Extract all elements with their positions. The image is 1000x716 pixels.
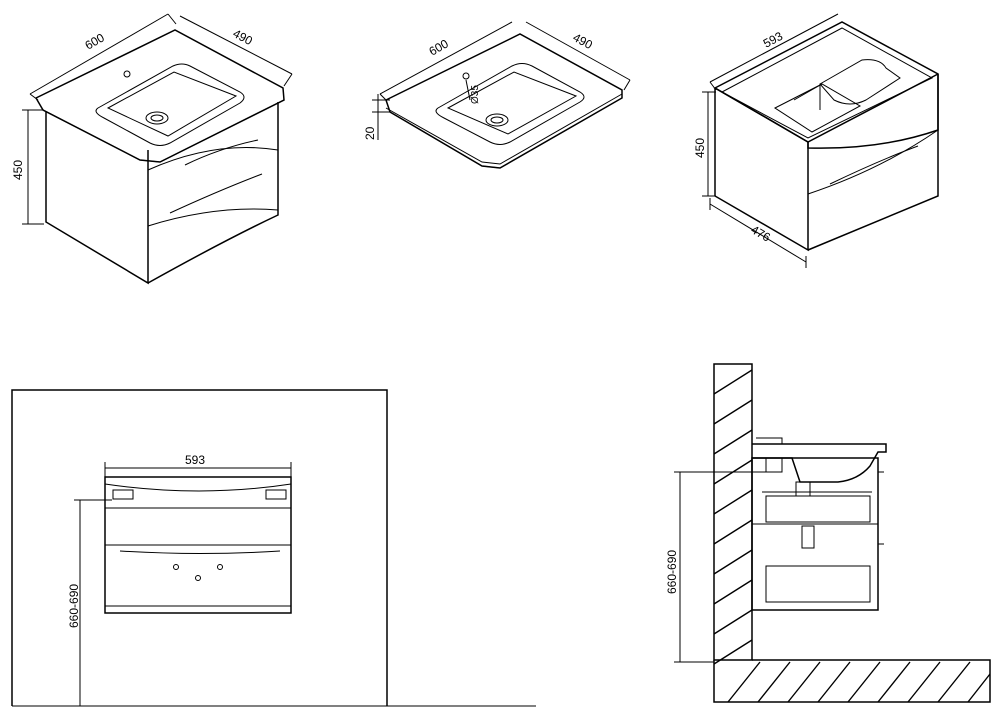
cabinet-height-label: 450 [693, 138, 707, 158]
side-section-view: 660-690 [665, 363, 991, 703]
basin-thickness-label: 20 [363, 126, 377, 140]
tap-hole-label: Ø35 [470, 85, 481, 104]
front-width-label: 593 [185, 453, 205, 467]
section-mount-height-label: 660-690 [665, 550, 679, 594]
basin-isometric-view: Ø35 600 490 20 [363, 21, 631, 169]
vanity-width-label: 600 [83, 30, 108, 52]
basin-width-label: 600 [427, 36, 452, 58]
cabinet-width-label: 593 [761, 29, 786, 51]
cabinet-depth-label: 476 [749, 222, 774, 244]
wall-hatching [713, 369, 991, 703]
front-view: 593 660-690 [11, 389, 536, 707]
vanity-isometric-view: 600 490 450 [11, 13, 293, 285]
vanity-depth-label: 490 [231, 26, 256, 48]
cabinet-isometric-view: 593 450 476 [693, 13, 939, 268]
vanity-height-label: 450 [11, 160, 25, 180]
front-mount-height-label: 660-690 [67, 584, 81, 628]
